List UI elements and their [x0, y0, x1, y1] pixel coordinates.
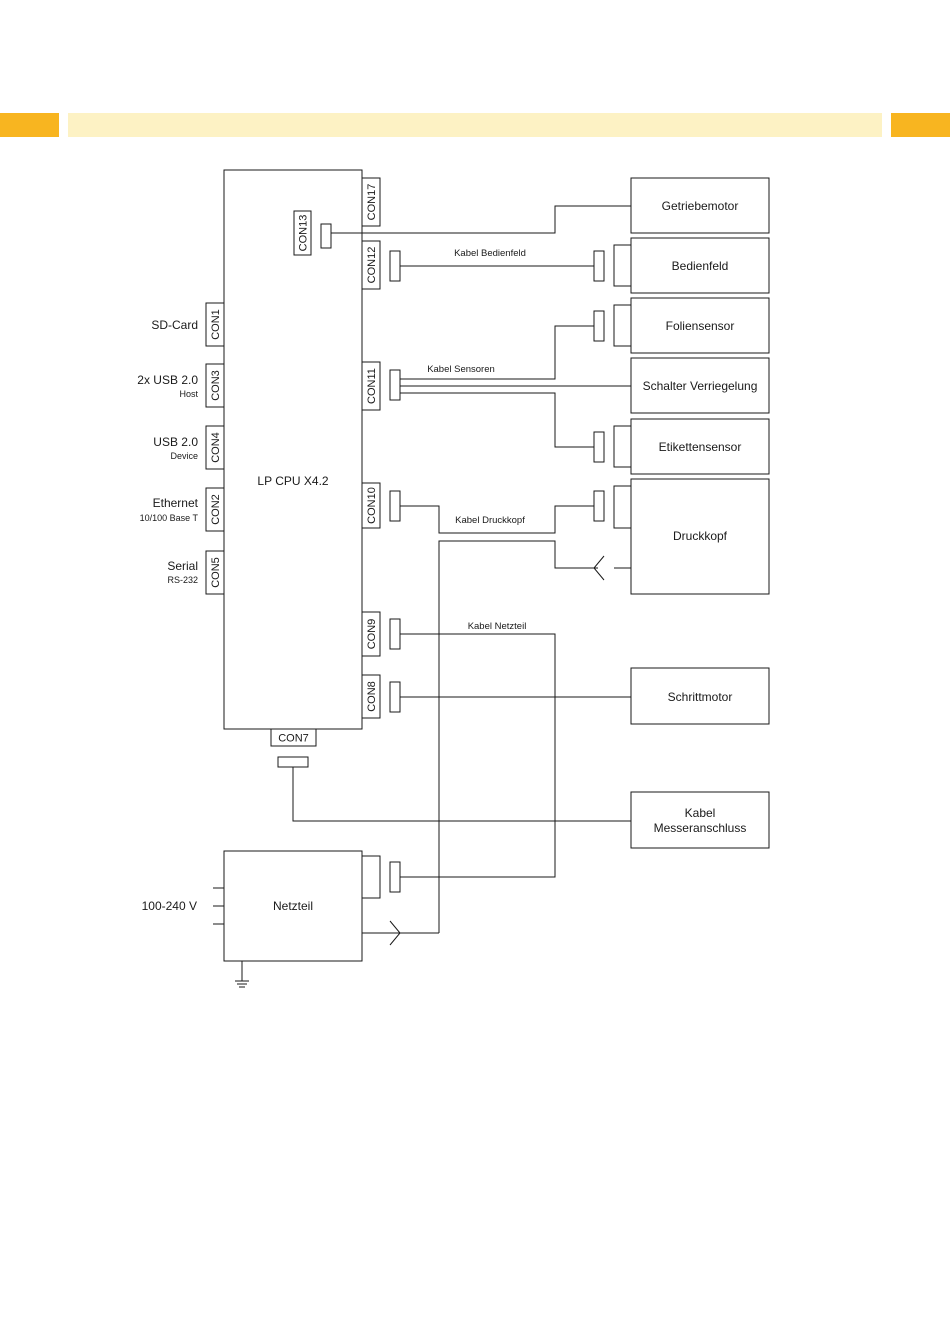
socket-symbol-netzteil	[389, 920, 401, 946]
con17-label: CON17	[366, 184, 378, 221]
cable-label-netzteil: Kabel Netzteil	[468, 621, 527, 632]
header-band-left	[0, 113, 59, 137]
usb-device-sublabel: Device	[170, 451, 198, 461]
sd-card-label: SD-Card	[151, 318, 198, 332]
con2-label: CON2	[210, 494, 222, 525]
right-connector-con12: CON12	[361, 240, 381, 290]
mating-plugs	[389, 250, 605, 893]
con8-label: CON8	[366, 681, 378, 712]
left-connector-con5: CON5 Serial RS-232	[167, 550, 225, 595]
con5-label: CON5	[210, 557, 222, 588]
right-connector-con9: CON9	[361, 611, 381, 657]
component-messeranschluss: Kabel Messeranschluss	[630, 791, 770, 849]
ground-icon	[235, 961, 249, 988]
con9-label: CON9	[366, 619, 378, 650]
right-connector-con17: CON17	[361, 177, 381, 227]
schalter-verriegelung-label: Schalter Verriegelung	[643, 379, 758, 393]
power-input-label: 100-240 V	[142, 899, 197, 913]
left-connector-con3: CON3 2x USB 2.0 Host	[137, 363, 225, 408]
component-druckkopf: Druckkopf	[613, 478, 770, 595]
con10-label: CON10	[366, 487, 378, 524]
right-connector-con8: CON8	[361, 674, 381, 719]
inner-connector-con13: CON13	[293, 210, 332, 256]
bedienfeld-label: Bedienfeld	[672, 259, 729, 273]
left-connector-con1: CON1 SD-Card	[151, 302, 225, 347]
component-etikettensensor: Etikettensensor	[613, 418, 770, 475]
cable-label-druckkopf: Kabel Druckkopf	[455, 515, 525, 526]
cpu-board: LP CPU X4.2	[223, 169, 363, 730]
serial-label: Serial	[167, 559, 198, 573]
right-connector-con11: CON11	[361, 361, 381, 411]
messeranschluss-label-line1: Kabel	[685, 806, 716, 820]
usb-host-label: 2x USB 2.0	[137, 373, 198, 387]
con7-label: CON7	[278, 733, 309, 745]
con12-label: CON12	[366, 247, 378, 284]
power-supply: Netzteil 100-240 V	[142, 850, 381, 962]
serial-sublabel: RS-232	[167, 575, 198, 585]
con3-label: CON3	[210, 370, 222, 401]
component-getriebemotor: Getriebemotor	[630, 177, 770, 234]
ethernet-sublabel: 10/100 Base T	[140, 513, 199, 523]
bottom-connector-con7: CON7	[270, 728, 317, 768]
component-foliensensor: Foliensensor	[613, 297, 770, 354]
socket-symbol-druckkopf	[593, 555, 605, 581]
con13-label: CON13	[298, 215, 310, 252]
con4-label: CON4	[210, 432, 222, 463]
getriebemotor-label: Getriebemotor	[662, 199, 739, 213]
schrittmotor-label: Schrittmotor	[668, 690, 733, 704]
foliensensor-label: Foliensensor	[666, 319, 735, 333]
ethernet-label: Ethernet	[153, 496, 199, 510]
cable-label-bedienfeld: Kabel Bedienfeld	[454, 248, 526, 259]
right-connector-con10: CON10	[361, 482, 381, 529]
left-connector-con2: CON2 Ethernet 10/100 Base T	[140, 487, 225, 532]
con1-label: CON1	[210, 309, 222, 340]
power-supply-label: Netzteil	[273, 899, 313, 913]
component-bedienfeld: Bedienfeld	[613, 237, 770, 294]
usb-device-label: USB 2.0	[153, 435, 198, 449]
druckkopf-label: Druckkopf	[673, 529, 728, 543]
wiring-lines	[292, 205, 631, 934]
messeranschluss-label-line2: Messeranschluss	[654, 821, 747, 835]
cpu-board-label: LP CPU X4.2	[257, 474, 328, 488]
component-schrittmotor: Schrittmotor	[630, 667, 770, 725]
etikettensensor-label: Etikettensensor	[659, 440, 742, 454]
con11-label: CON11	[366, 368, 378, 404]
left-connector-con4: CON4 USB 2.0 Device	[153, 425, 225, 470]
header-band-middle	[68, 113, 882, 137]
usb-host-sublabel: Host	[179, 389, 198, 399]
cable-label-sensoren: Kabel Sensoren	[427, 364, 495, 375]
component-schalter-verriegelung: Schalter Verriegelung	[630, 357, 770, 414]
header-band-right	[891, 113, 950, 137]
